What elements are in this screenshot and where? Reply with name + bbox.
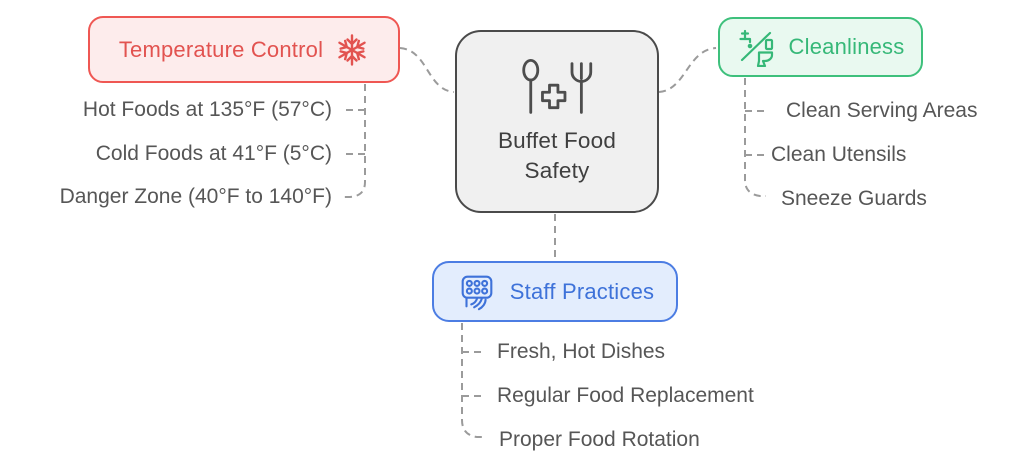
center-label: Buffet Food Safety [497, 127, 617, 183]
shower-head-icon [456, 272, 498, 312]
cleanliness-label: Cleanliness [788, 34, 905, 59]
temperature-item-danger-zone: Danger Zone (40°F to 140°F) [59, 185, 332, 208]
staff-practices-label: Staff Practices [509, 278, 655, 304]
edge-cleanliness-branch [744, 78, 766, 197]
node-buffet-food-safety: Buffet Food Safety [455, 30, 659, 213]
edge-center-to-temperature [399, 47, 455, 93]
staff-item-food-replacement: Regular Food Replacement [497, 384, 754, 407]
staff-item-fresh-dishes: Fresh, Hot Dishes [497, 340, 666, 363]
cleanliness-item-serving-areas: Clean Serving Areas [786, 99, 978, 122]
snowflake-icon [335, 33, 369, 67]
node-temperature-control: Temperature Control [88, 16, 400, 83]
faucet-toilet-sanitation-icon [737, 27, 777, 67]
edge-center-to-cleanliness [658, 47, 717, 93]
node-staff-practices: Staff Practices [432, 261, 678, 322]
node-cleanliness: Cleanliness [718, 17, 923, 77]
temperature-control-label: Temperature Control [118, 36, 324, 62]
edge-temperature-branch [342, 84, 366, 198]
cleanliness-item-sneeze-guards: Sneeze Guards [781, 187, 927, 210]
cleanliness-item-utensils: Clean Utensils [771, 143, 907, 166]
edge-staff-branch [461, 323, 483, 438]
staff-item-food-rotation: Proper Food Rotation [499, 428, 700, 451]
temperature-item-cold-foods: Cold Foods at 41°F (5°C) [95, 142, 332, 165]
temperature-item-hot-foods: Hot Foods at 135°F (57°C) [82, 98, 332, 121]
utensils-medical-cross-icon [516, 58, 598, 118]
